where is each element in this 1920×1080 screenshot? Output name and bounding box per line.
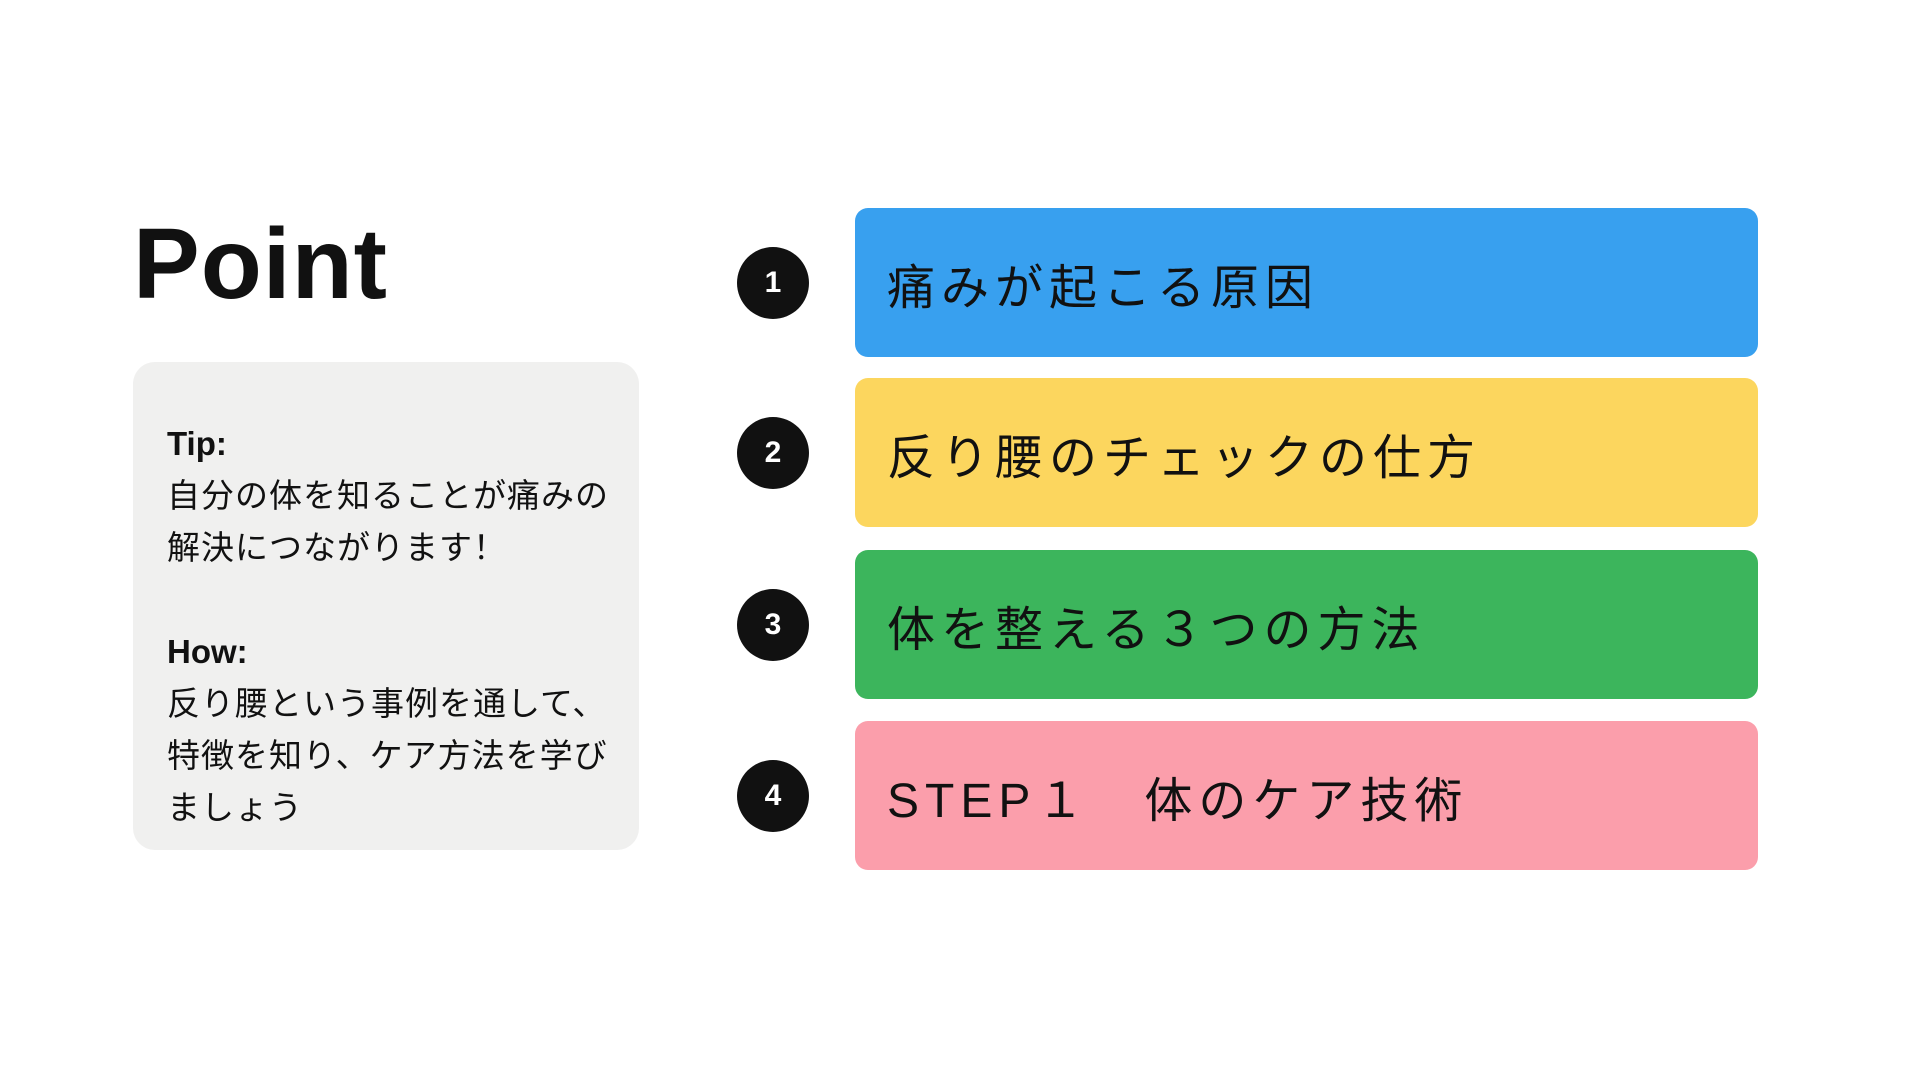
agenda-item-1: 1 痛みが起こる原因 — [737, 208, 1758, 357]
how-line-1: 反り腰という事例を通して、 — [167, 685, 607, 722]
tip-line-2: 解決につながります！ — [167, 529, 507, 566]
tip-label: Tip: — [167, 425, 227, 462]
agenda-item-4: 4 STEP１ 体のケア技術 — [737, 721, 1758, 870]
how-line-2: 特徴を知り、ケア方法を学び — [167, 737, 608, 774]
agenda-item-2: 2 反り腰のチェックの仕方 — [737, 378, 1758, 527]
number-badge-1: 1 — [737, 246, 809, 319]
note-box: Tip: 自分の体を知ることが痛みの 解決につながります！ How: 反り腰とい… — [133, 362, 639, 850]
number-badge-2: 2 — [737, 416, 809, 489]
agenda-bar-3: 体を整える３つの方法 — [855, 550, 1758, 699]
number-badge-3: 3 — [737, 588, 809, 661]
page-title: Point — [133, 208, 388, 320]
agenda-bar-4: STEP１ 体のケア技術 — [855, 721, 1758, 870]
agenda-bar-1: 痛みが起こる原因 — [855, 208, 1758, 357]
agenda-bar-2: 反り腰のチェックの仕方 — [855, 378, 1758, 527]
how-label: How: — [167, 633, 248, 670]
tip-line-1: 自分の体を知ることが痛みの — [167, 477, 609, 514]
how-line-3: ましょう — [167, 789, 303, 826]
number-badge-4: 4 — [737, 759, 809, 832]
agenda-item-3: 3 体を整える３つの方法 — [737, 550, 1758, 699]
